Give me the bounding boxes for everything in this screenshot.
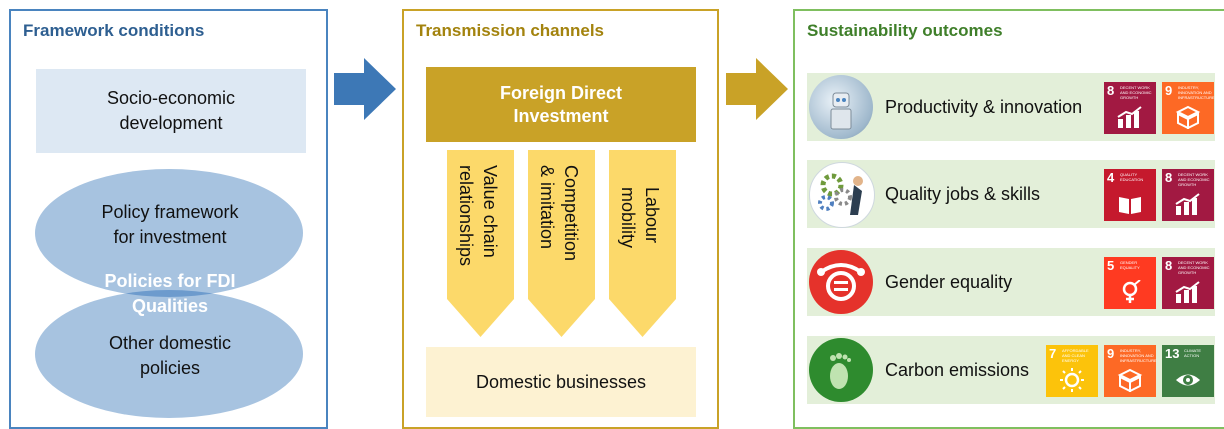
footprint-icon bbox=[809, 338, 873, 402]
equality-icon bbox=[809, 250, 873, 314]
other-policies-text: Other domestic policies bbox=[108, 333, 232, 378]
channel-arrow-1 bbox=[447, 150, 514, 337]
chart-up-icon bbox=[1117, 106, 1142, 128]
socio-line-1: Socio-economic bbox=[106, 88, 236, 108]
gears-worker-icon bbox=[809, 162, 875, 228]
book-icon bbox=[1119, 197, 1141, 214]
sun-icon bbox=[1060, 368, 1084, 392]
outcomes-panel: Sustainability outcomes Productivity & i… bbox=[793, 9, 1224, 429]
channel-arrow-3 bbox=[609, 150, 676, 337]
outcome-label: Quality jobs & skills bbox=[885, 183, 1041, 204]
fdi-box: Foreign Direct Investment bbox=[426, 67, 696, 142]
outcome-label: Carbon emissions bbox=[885, 359, 1030, 380]
framework-panel: Framework conditions Socio-economic deve… bbox=[9, 9, 328, 429]
socio-line-2: development bbox=[119, 113, 223, 133]
policy-venn-diagram bbox=[35, 169, 303, 418]
policy-framework-text: Policy framework for investment bbox=[101, 202, 239, 247]
policies-fdi-text: Policies for FDI Qualities bbox=[104, 271, 236, 316]
policy-framework-ellipse bbox=[35, 169, 303, 297]
channel-arrows bbox=[447, 150, 676, 337]
robot-icon bbox=[809, 75, 873, 139]
outcome-label: Productivity & innovation bbox=[885, 96, 1083, 117]
chart-up-icon bbox=[1175, 281, 1200, 303]
channel-arrow-2 bbox=[528, 150, 595, 337]
cubes-icon bbox=[1117, 368, 1143, 392]
transmission-panel: Transmission channels Foreign Direct Inv… bbox=[402, 9, 719, 429]
domestic-businesses-box: Domestic businesses bbox=[426, 347, 696, 417]
socio-economic-box: Socio-economic development bbox=[36, 69, 306, 153]
framework-title: Framework conditions bbox=[23, 21, 205, 40]
arrow-right-icon bbox=[726, 58, 788, 120]
outcome-label: Gender equality bbox=[885, 271, 1013, 292]
cubes-icon bbox=[1175, 105, 1201, 129]
gender-icon bbox=[1122, 280, 1141, 303]
arrow-right-icon bbox=[334, 58, 396, 120]
outcomes-title: Sustainability outcomes bbox=[807, 21, 1003, 40]
channel-label-competition: Competition& imitation bbox=[537, 165, 581, 262]
eye-icon bbox=[1176, 374, 1200, 386]
transmission-title: Transmission channels bbox=[416, 21, 605, 40]
other-policies-ellipse bbox=[35, 290, 303, 418]
chart-up-icon bbox=[1175, 193, 1200, 215]
